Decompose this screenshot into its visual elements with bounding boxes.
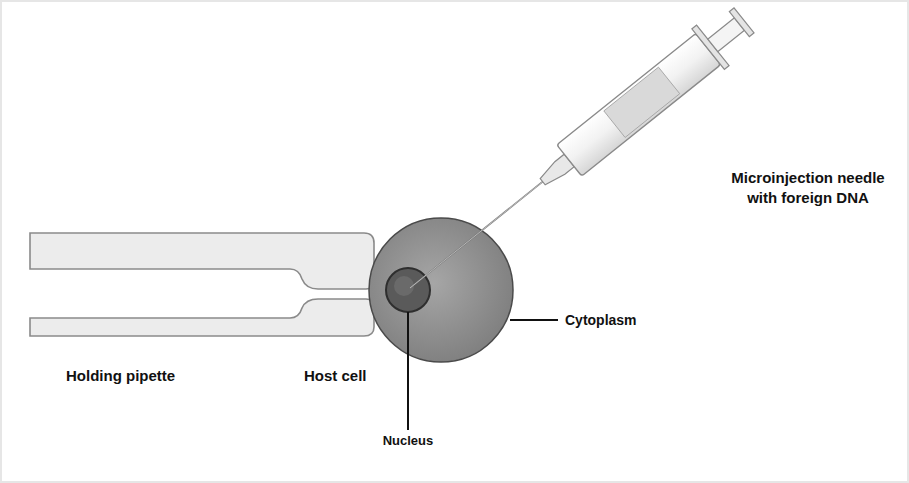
nucleus xyxy=(386,268,430,312)
part-label: Holding pipette xyxy=(66,366,175,386)
leader-line xyxy=(510,319,558,321)
leader-line xyxy=(407,312,409,430)
part-label: Cytoplasm xyxy=(565,311,637,329)
holding-pipette xyxy=(30,233,374,336)
part-label: Nucleus xyxy=(378,433,438,450)
microinjection-needle xyxy=(394,0,761,308)
part-label: Host cell xyxy=(304,366,367,386)
host-cell xyxy=(369,218,513,362)
nucleolus xyxy=(394,276,414,296)
needle-label: Microinjection needle with foreign DNA xyxy=(722,168,894,207)
